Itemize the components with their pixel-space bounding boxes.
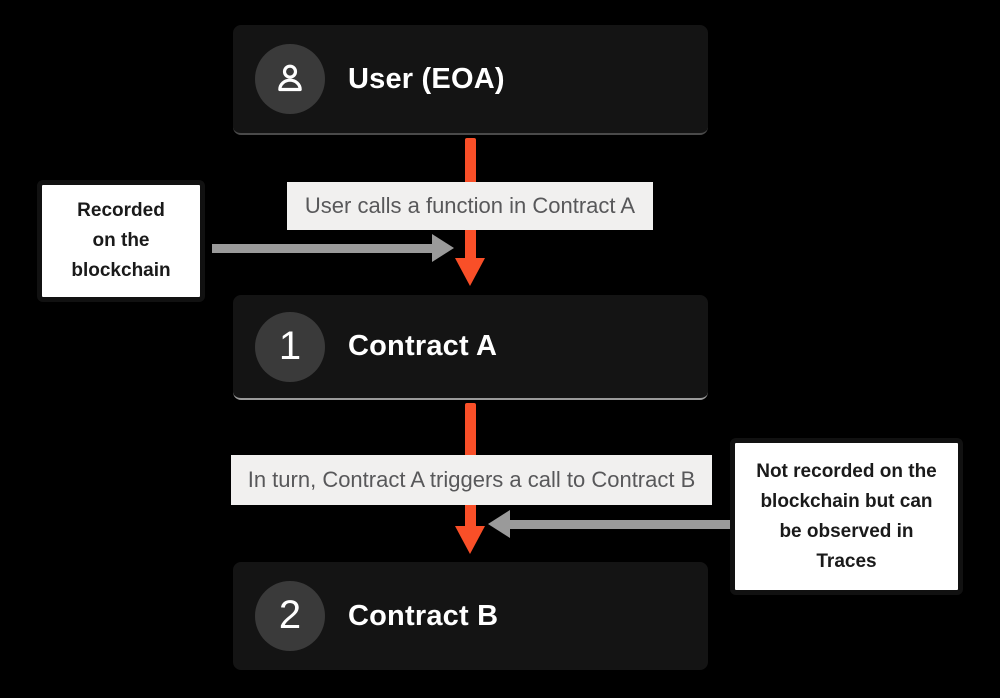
edge-label-contract-a-triggers: In turn, Contract A triggers a call to C… bbox=[231, 455, 712, 505]
contract-a-badge-circle: 1 bbox=[255, 311, 325, 382]
node-contract-b: 2 Contract B bbox=[233, 562, 708, 670]
user-icon bbox=[270, 59, 310, 99]
recorded-pointer-arrow-tail bbox=[212, 244, 432, 253]
node-user-title: User (EOA) bbox=[348, 62, 505, 95]
note-right-text: Not recorded on the blockchain but can b… bbox=[756, 460, 937, 572]
node-contract-a: 1 Contract A bbox=[233, 295, 708, 400]
note-recorded-on-blockchain: Recorded on the blockchain bbox=[37, 180, 205, 302]
node-contract-a-title: Contract A bbox=[348, 330, 498, 362]
user-avatar-circle bbox=[255, 44, 325, 114]
recorded-pointer-arrow-head bbox=[432, 234, 454, 262]
traces-pointer-arrow-tail bbox=[510, 520, 730, 529]
node-contract-b-title: Contract B bbox=[348, 599, 499, 632]
note-not-recorded-traces: Not recorded on the blockchain but can b… bbox=[730, 438, 963, 595]
note-left-text: Recorded on the blockchain bbox=[71, 200, 171, 281]
contract-b-badge-number: 2 bbox=[278, 593, 302, 637]
contract-a-badge-number: 1 bbox=[278, 323, 302, 368]
contract-b-badge-circle: 2 bbox=[255, 581, 325, 651]
edge-label-user-call: User calls a function in Contract A bbox=[287, 182, 653, 230]
traces-pointer-arrow-head bbox=[488, 510, 510, 538]
flow-arrow-user-to-a-head bbox=[455, 258, 485, 286]
flow-arrow-a-to-b-head bbox=[455, 526, 485, 554]
node-user-eoa: User (EOA) bbox=[233, 25, 708, 135]
